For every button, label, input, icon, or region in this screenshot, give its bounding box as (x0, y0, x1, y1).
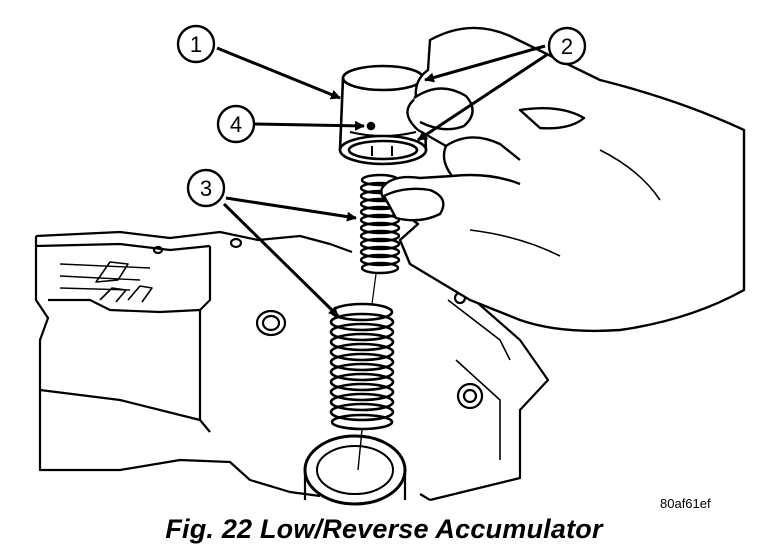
callout-3-arrow-b (222, 202, 340, 318)
callout-1-arrow (216, 46, 341, 100)
callout-2-label: 2 (561, 34, 573, 59)
callout-3: 3 (186, 168, 226, 208)
callout-2: 2 (547, 26, 587, 66)
callout-3-label: 3 (200, 176, 212, 201)
figure-reference-code: 80af61ef (660, 496, 711, 511)
accumulator-piston (338, 64, 428, 166)
lower-accumulator-spring (329, 302, 395, 471)
callout-4-arrow (254, 120, 365, 131)
callout-2-arrow-b (417, 52, 549, 142)
figure-caption: Fig. 22 Low/Reverse Accumulator (165, 514, 603, 544)
callout-1: 1 (176, 24, 216, 64)
callout-3-arrow-a (225, 196, 357, 222)
callout-4-label: 4 (230, 112, 242, 137)
valve-body (34, 230, 550, 506)
callout-1-label: 1 (190, 32, 202, 57)
technician-hand (380, 26, 746, 333)
leader-lines (216, 44, 549, 318)
callout-2-arrow-a (424, 44, 546, 83)
callout-4: 4 (216, 104, 256, 144)
